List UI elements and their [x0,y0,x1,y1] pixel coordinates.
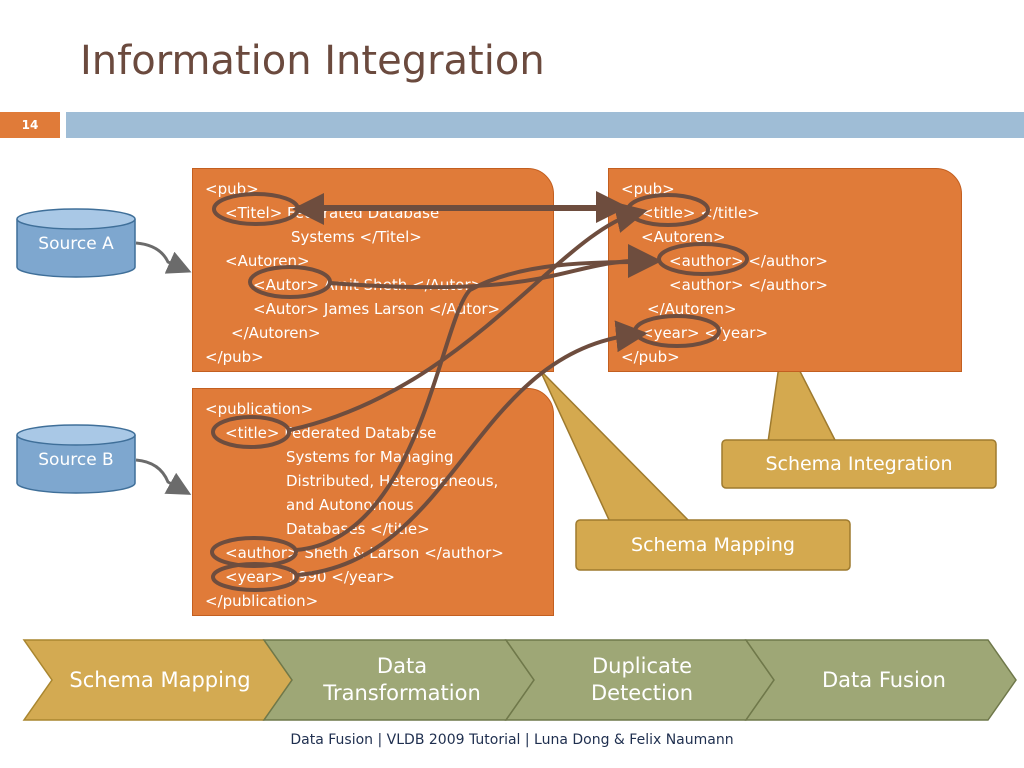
xml-line: Systems for Managing [286,448,454,466]
xml-line: <year> </year> [641,324,769,342]
highlight-ellipse [248,265,332,299]
source-b-connector [135,458,192,495]
xml-line: <title> </title> [641,204,760,222]
xml-line: <year> 1990 </year> [225,568,395,586]
xml-line: </Autoren> [647,300,737,318]
xml-line: <Autor> James Larson </Autor> [253,300,501,318]
database-icon [16,424,136,494]
pipeline-label: Data Fusion [822,667,946,692]
xml-line: <author> </author> [669,276,828,294]
xml-line: <Autoren> [641,228,726,246]
source-b-database: Source B [16,424,136,494]
slide-footer: Data Fusion | VLDB 2009 Tutorial | Luna … [290,732,734,748]
source-a-connector [135,241,192,274]
schema-mapping-box [575,519,851,571]
schema-integration-box [721,439,997,489]
pipeline-label: Duplicate Detection [590,654,694,705]
schema-integration-label: Schema Integration [765,453,953,475]
xml-line: </Autoren> [231,324,321,342]
mapping-arrow-year-b [297,320,648,577]
mapping-arrow-author-b [295,246,660,552]
xml-line: <title> Federated Database [225,424,437,442]
highlight-ellipse [211,415,291,449]
source-b-xml-box: <publication> <title> Federated Database… [192,388,554,616]
xml-line: </pub> [205,348,264,366]
slide-title: Information Integration [80,38,545,84]
highlight-ellipse [211,562,299,592]
xml-line: <publication> [205,400,314,418]
schema-mapping-label: Schema Mapping [631,534,795,556]
xml-line: Systems </Titel> [291,228,422,246]
source-a-database: Source A [16,208,136,278]
header-bar [66,112,1024,138]
pipeline-step-data-fusion [744,639,1017,721]
slide-number: 14 [0,112,60,138]
xml-line: </pub> [621,348,680,366]
xml-line: and Autonomous [286,496,414,514]
source-b-label: Source B [38,450,114,470]
mapping-arrow-title-b [289,201,648,432]
source-a-label: Source A [38,234,114,254]
pipeline-label: Data Transformation [323,654,481,705]
pipeline-label: Schema Mapping [69,667,251,692]
database-icon [16,208,136,278]
target-schema-xml-box: <pub> <title> </title> <Autoren> <author… [608,168,962,372]
xml-line: </publication> [205,592,319,610]
